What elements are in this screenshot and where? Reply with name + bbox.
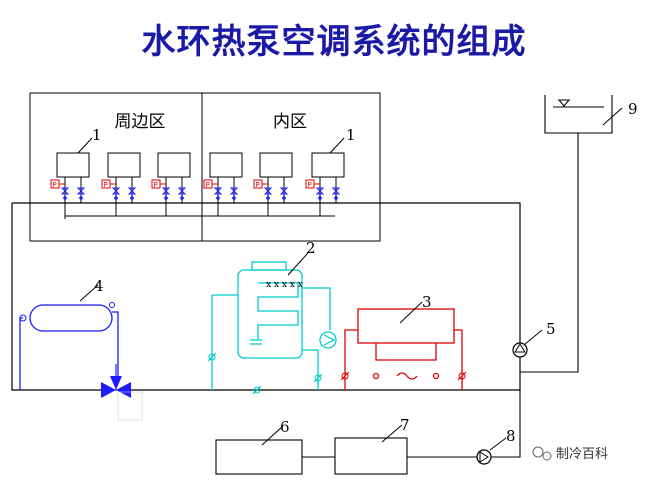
watermark-text: 制冷百科 — [556, 447, 608, 462]
heat-pump-unit: P — [151, 152, 191, 216]
heat-pump-unit: P — [305, 152, 345, 216]
heater-unit — [211, 261, 337, 390]
heat-pump-unit: P — [101, 152, 141, 216]
heat-pump-unit: P — [50, 152, 90, 216]
label-aux-pump: 8 — [506, 427, 516, 445]
label-unit-1-left: 1 — [92, 126, 102, 144]
building-outline — [29, 92, 381, 242]
label-tank: 4 — [94, 277, 104, 295]
storage-tank — [19, 302, 119, 390]
page-title: 水环热泵空调系统的组成 — [141, 22, 527, 62]
valve-letter: P — [104, 181, 108, 189]
cooling-tower — [344, 308, 463, 390]
interior-zone-label: 内区 — [273, 112, 307, 132]
watermark: 制冷百科 — [532, 446, 608, 462]
auxiliary-pump — [476, 449, 492, 465]
label-main-pump: 5 — [546, 320, 556, 338]
label-cooler: 3 — [422, 293, 432, 311]
equipment-box-6 — [215, 439, 303, 475]
label-unit-1-right: 1 — [346, 126, 356, 144]
svg-text:x x x x x: x x x x x — [266, 280, 303, 290]
label-expansion: 9 — [628, 100, 638, 118]
equipment-box-7 — [334, 437, 408, 475]
perimeter-zone-label: 周边区 — [115, 112, 166, 132]
valve-letter: P — [206, 181, 210, 189]
main-circulation-pump — [512, 342, 528, 358]
label-heater: 2 — [306, 239, 316, 257]
three-way-valve — [101, 364, 143, 421]
heat-pump-unit: P — [203, 152, 243, 216]
expansion-tank — [520, 95, 613, 373]
valve-letter: P — [53, 181, 57, 189]
heat-pump-unit: P — [253, 152, 293, 216]
valve-letter: P — [154, 181, 158, 189]
valve-letter: P — [308, 181, 312, 189]
valve-letter: P — [256, 181, 260, 189]
label-box-6: 6 — [280, 418, 290, 436]
label-box-7: 7 — [400, 416, 410, 434]
